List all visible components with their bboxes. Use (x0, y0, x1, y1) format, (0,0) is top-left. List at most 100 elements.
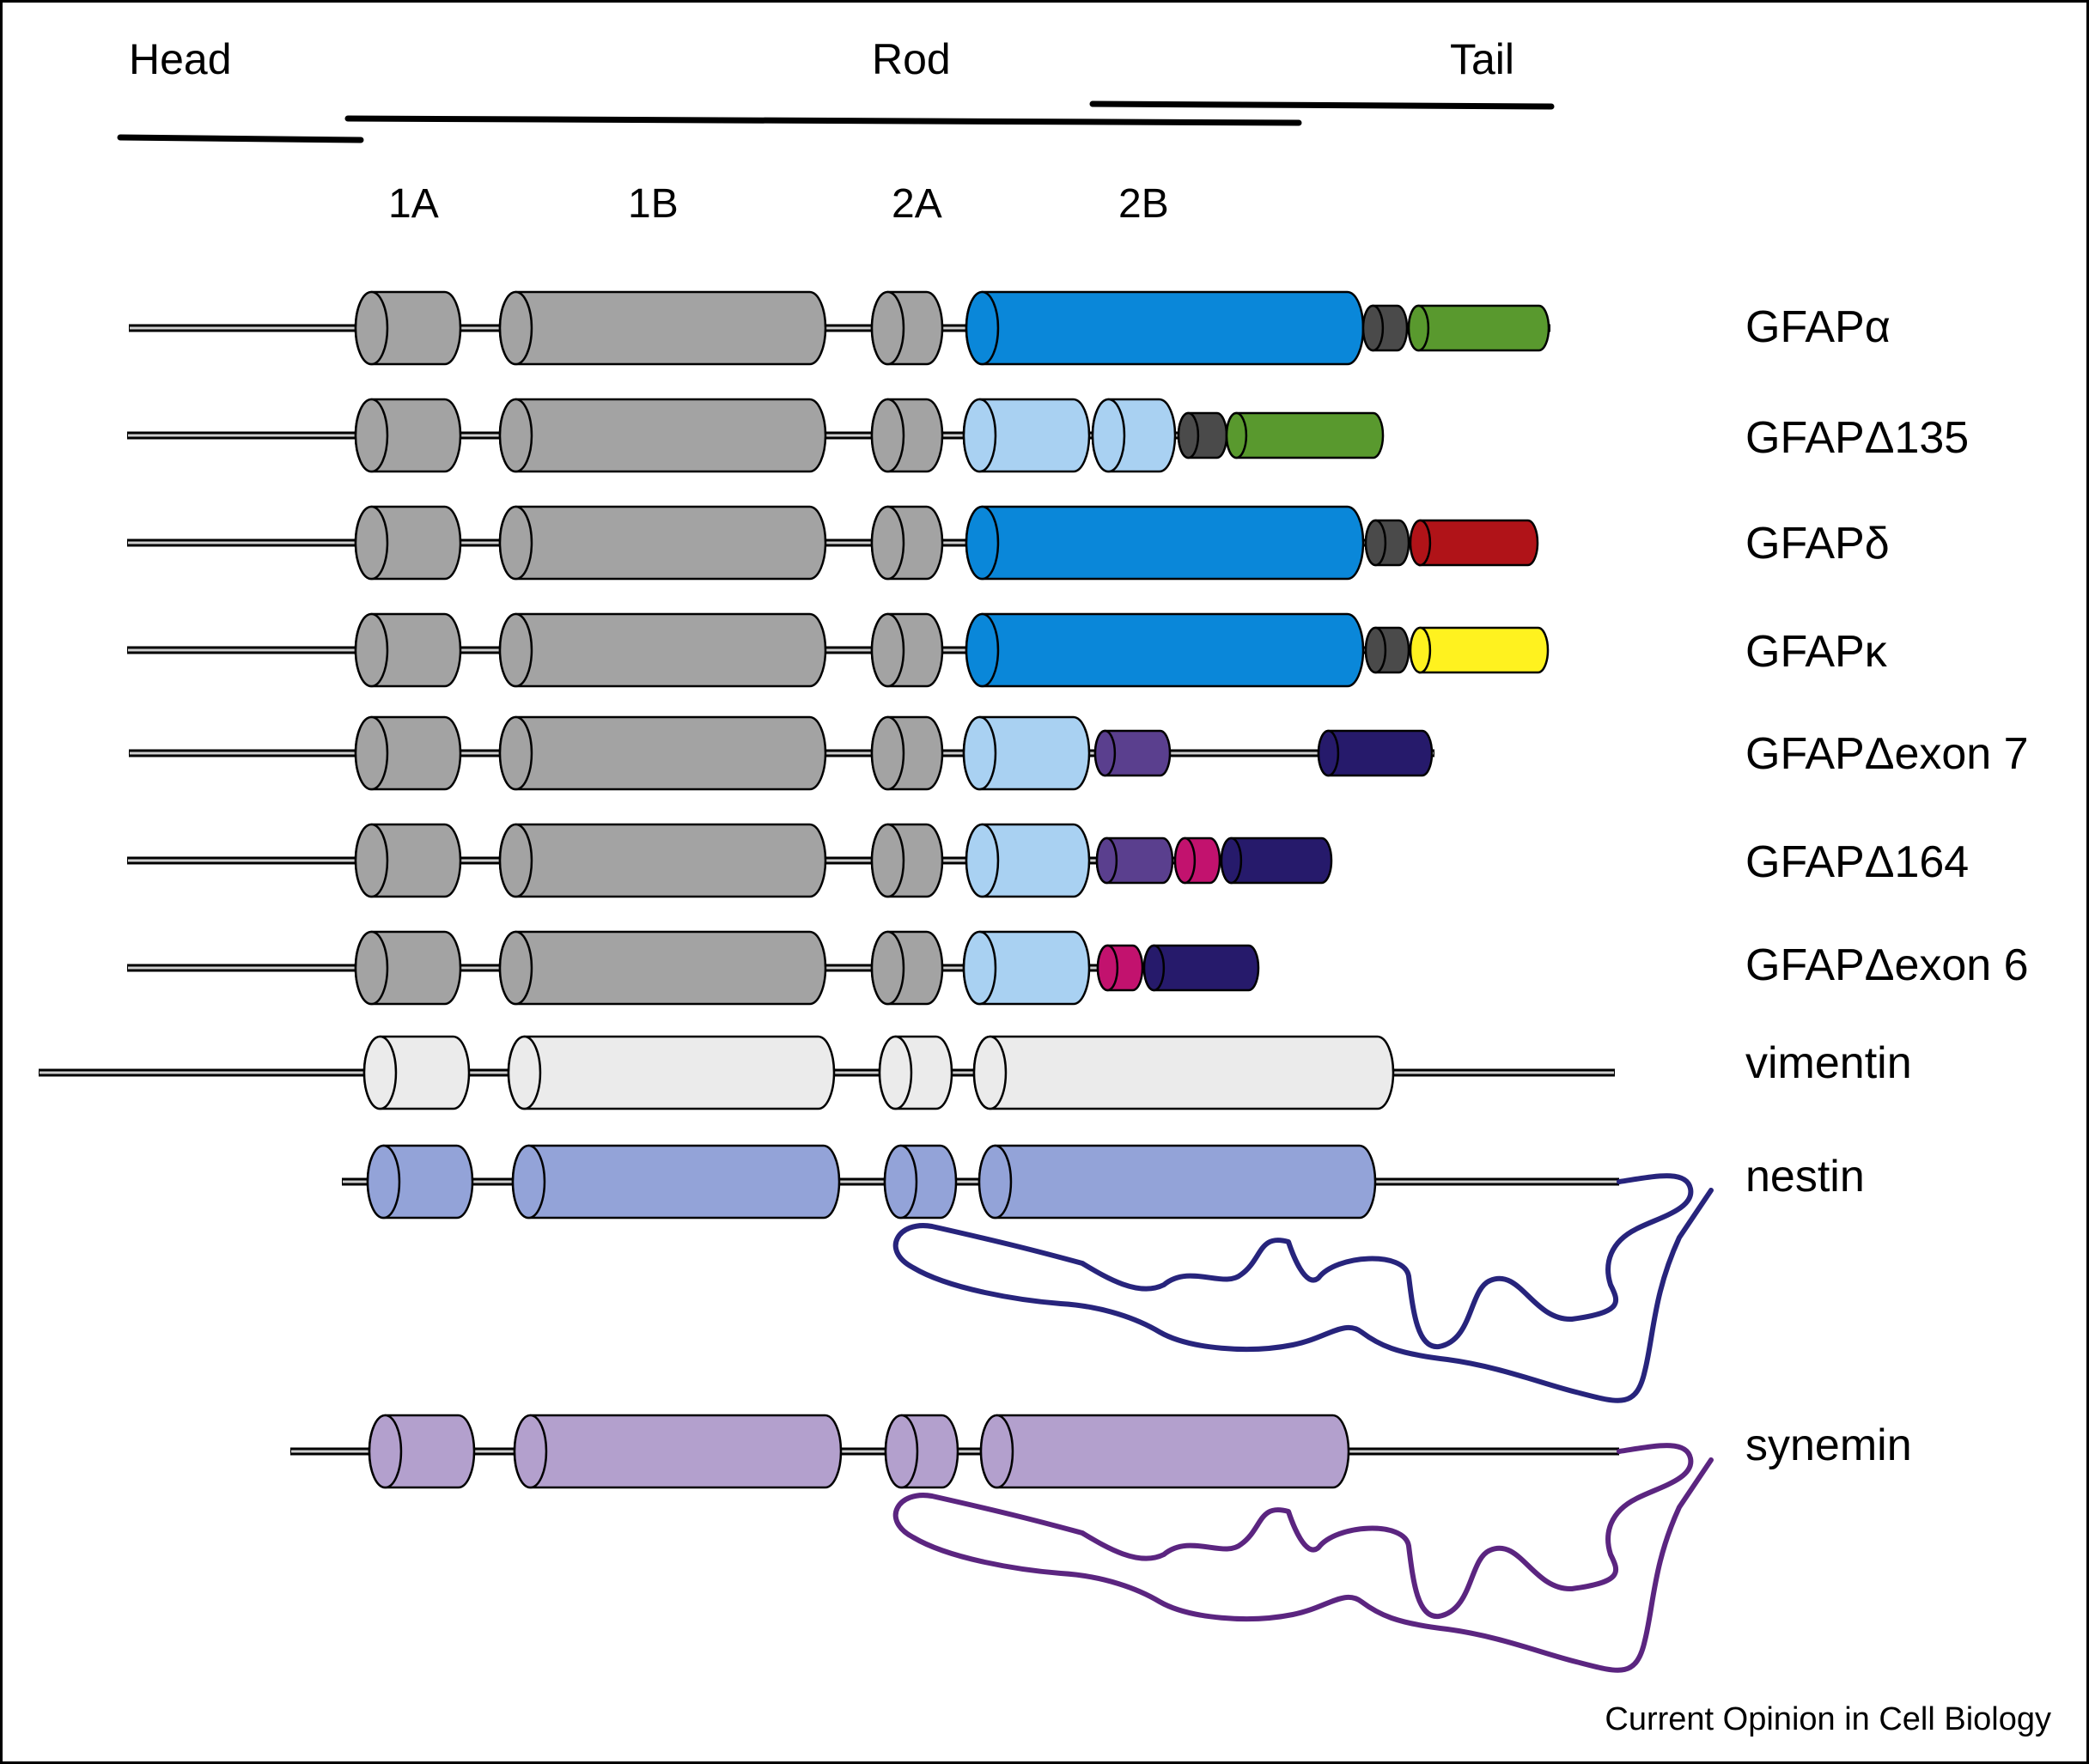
gfap-segment-2-end (498, 505, 533, 581)
gfap-segment-2-end (498, 290, 533, 366)
gfap-164-segment-1-end (354, 823, 389, 898)
protein-label: GFAPΔ164 (1745, 837, 1969, 887)
gfap-segment-6 (1407, 304, 1550, 352)
gfap-164-segment-2-end (498, 823, 533, 898)
gfap-segment-4 (965, 290, 1365, 366)
gfap-exon-7-segment-5-end (1093, 729, 1117, 777)
protein-row: vimentin (39, 1035, 1912, 1110)
gfap-exon-7-segment-6-end (1317, 729, 1340, 777)
vimentin-segment-4-end (972, 1035, 1008, 1110)
gfap-exon-6-segment-4-end (962, 930, 997, 1006)
gfap-exon-6-segment-3-end (870, 930, 905, 1006)
gfap-segment-3-end (870, 505, 905, 581)
gfap-135-segment-3-end (870, 398, 905, 473)
gfap-segment-6-end (1407, 304, 1430, 352)
protein-label: GFAPκ (1745, 627, 1888, 677)
protein-row: GFAPΔexon 7 (129, 715, 2029, 791)
synemin-segment-4-end (979, 1414, 1014, 1489)
segment-2A-label: 2A (892, 181, 942, 227)
vimentin-segment-1-end (362, 1035, 398, 1110)
protein-label: GFAPΔexon 6 (1745, 940, 2029, 990)
gfap-135-segment-5-end (1091, 398, 1126, 473)
protein-row: nestin (342, 1144, 1865, 1403)
segment-labels: 1A 1B 2A 2B (388, 181, 1169, 227)
rod-label: Rod (872, 35, 951, 83)
nestin-segment-3-end (883, 1144, 918, 1220)
gfap-164-segment-5-end (1095, 836, 1118, 885)
vimentin-segment-2-end (507, 1035, 542, 1110)
synemin-tail-domain (892, 1443, 1714, 1673)
protein-label: GFAPΔexon 7 (1745, 729, 2029, 779)
gfap-segment-2 (498, 290, 827, 366)
gfap-164-segment-3-end (870, 823, 905, 898)
gfap-segment-4-end (965, 290, 1000, 366)
segment-2B-label: 2B (1118, 181, 1169, 227)
rod-region-bar (344, 115, 1302, 126)
vimentin-segment-4 (972, 1035, 1395, 1110)
gfap-164-segment-7-end (1220, 836, 1243, 885)
region-header: Head Rod Tail (117, 35, 1555, 143)
protein-row: synemin (290, 1414, 1912, 1673)
gfap-164-segment-4-end (965, 823, 1000, 898)
synemin-segment-1-end (368, 1414, 403, 1489)
journal-credit: Current Opinion in Cell Biology (1605, 1701, 2051, 1737)
gfap-exon-6-segment-6-end (1142, 944, 1166, 992)
gfap-segment-5-end (1364, 519, 1387, 567)
gfap-segment-3-end (870, 290, 905, 366)
gfap-exon-7-segment-3-end (870, 715, 905, 791)
protein-label: GFAPδ (1745, 519, 1890, 569)
gfap-135-segment-2-end (498, 398, 533, 473)
synemin-segment-3-end (884, 1414, 919, 1489)
vimentin-segment-3-end (878, 1035, 913, 1110)
gfap-segment-3-end (870, 612, 905, 688)
protein-label: GFAPΔ135 (1745, 413, 1969, 463)
gfap-exon-7-segment-1-end (354, 715, 389, 791)
gfap-segment-2-end (498, 612, 533, 688)
nestin-segment-2 (511, 1144, 841, 1220)
gfap-exon-7-segment-4-end (962, 715, 997, 791)
protein-row: GFAPΔexon 6 (127, 930, 2029, 1006)
gfap-segment-1-end (354, 505, 389, 581)
synemin-segment-2 (513, 1414, 843, 1489)
gfap-135-segment-7 (1225, 411, 1385, 459)
protein-label: synemin (1745, 1420, 1912, 1470)
gfap-164-segment-2 (498, 823, 827, 898)
protein-row: GFAPδ (127, 505, 1890, 581)
gfap-segment-6-end (1409, 519, 1432, 567)
gfap-segment-5-end (1361, 304, 1385, 352)
gfap-164-segment-6-end (1173, 836, 1197, 885)
gfap-segment-6-end (1409, 626, 1432, 674)
gfap-segment-1-end (354, 612, 389, 688)
nestin-tail-domain (892, 1173, 1714, 1403)
gfap-exon-6-segment-2 (498, 930, 827, 1006)
protein-label: nestin (1745, 1152, 1865, 1201)
protein-label: vimentin (1745, 1038, 1912, 1088)
vimentin-segment-2 (507, 1035, 836, 1110)
gfap-segment-1-end (354, 290, 389, 366)
tail-label: Tail (1450, 35, 1514, 83)
segment-1B-label: 1B (628, 181, 679, 227)
gfap-exon-7-segment-2-end (498, 715, 533, 791)
gfap-135-segment-6-end (1177, 411, 1200, 459)
segment-1A-label: 1A (388, 181, 439, 227)
protein-row: GFAPΔ135 (127, 398, 1969, 473)
synemin-segment-2-end (513, 1414, 548, 1489)
gfap-135-segment-4-end (962, 398, 997, 473)
gfap-exon-7-segment-2 (498, 715, 827, 791)
tail-region-bar (1089, 100, 1555, 110)
gfap-135-segment-1-end (354, 398, 389, 473)
nestin-segment-4-end (978, 1144, 1013, 1220)
head-region-bar (117, 134, 364, 143)
gfap-segment-2 (498, 505, 827, 581)
nestin-segment-4 (978, 1144, 1377, 1220)
gfap-segment-4 (965, 612, 1365, 688)
gfap-exon-6-segment-2-end (498, 930, 533, 1006)
nestin-segment-1-end (366, 1144, 401, 1220)
gfap-segment-5-end (1364, 626, 1387, 674)
head-label: Head (129, 35, 232, 83)
gfap-segment-2 (498, 612, 827, 688)
protein-row: GFAPα (129, 290, 1891, 366)
protein-row: GFAPΔ164 (127, 823, 1969, 898)
